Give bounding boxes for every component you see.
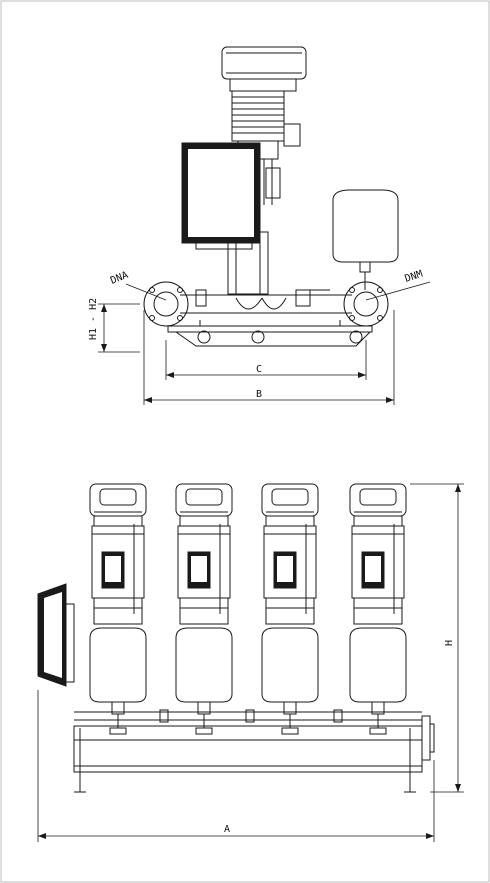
front-dimensions [37,483,464,842]
pump-unit-1 [89,483,147,735]
label-h: H [444,640,455,646]
pump-unit-3 [261,483,319,735]
discharge-flange [343,281,389,327]
pressure-vessel [332,189,399,263]
front-view [37,583,435,793]
label-h1-h2: H1 - H2 [88,298,99,340]
label-c: C [256,364,262,375]
motor-fan-cover [221,46,307,80]
side-view [143,46,399,347]
base-frame [167,325,373,333]
pump-unit-4 [349,483,407,735]
label-a: A [224,824,230,835]
side-dimensions [98,281,431,405]
motor-body [231,90,301,147]
pump-unit-2 [175,483,233,735]
label-dnm: DNM [404,269,425,285]
label-b: B [256,389,262,400]
suction-flange [143,281,189,327]
